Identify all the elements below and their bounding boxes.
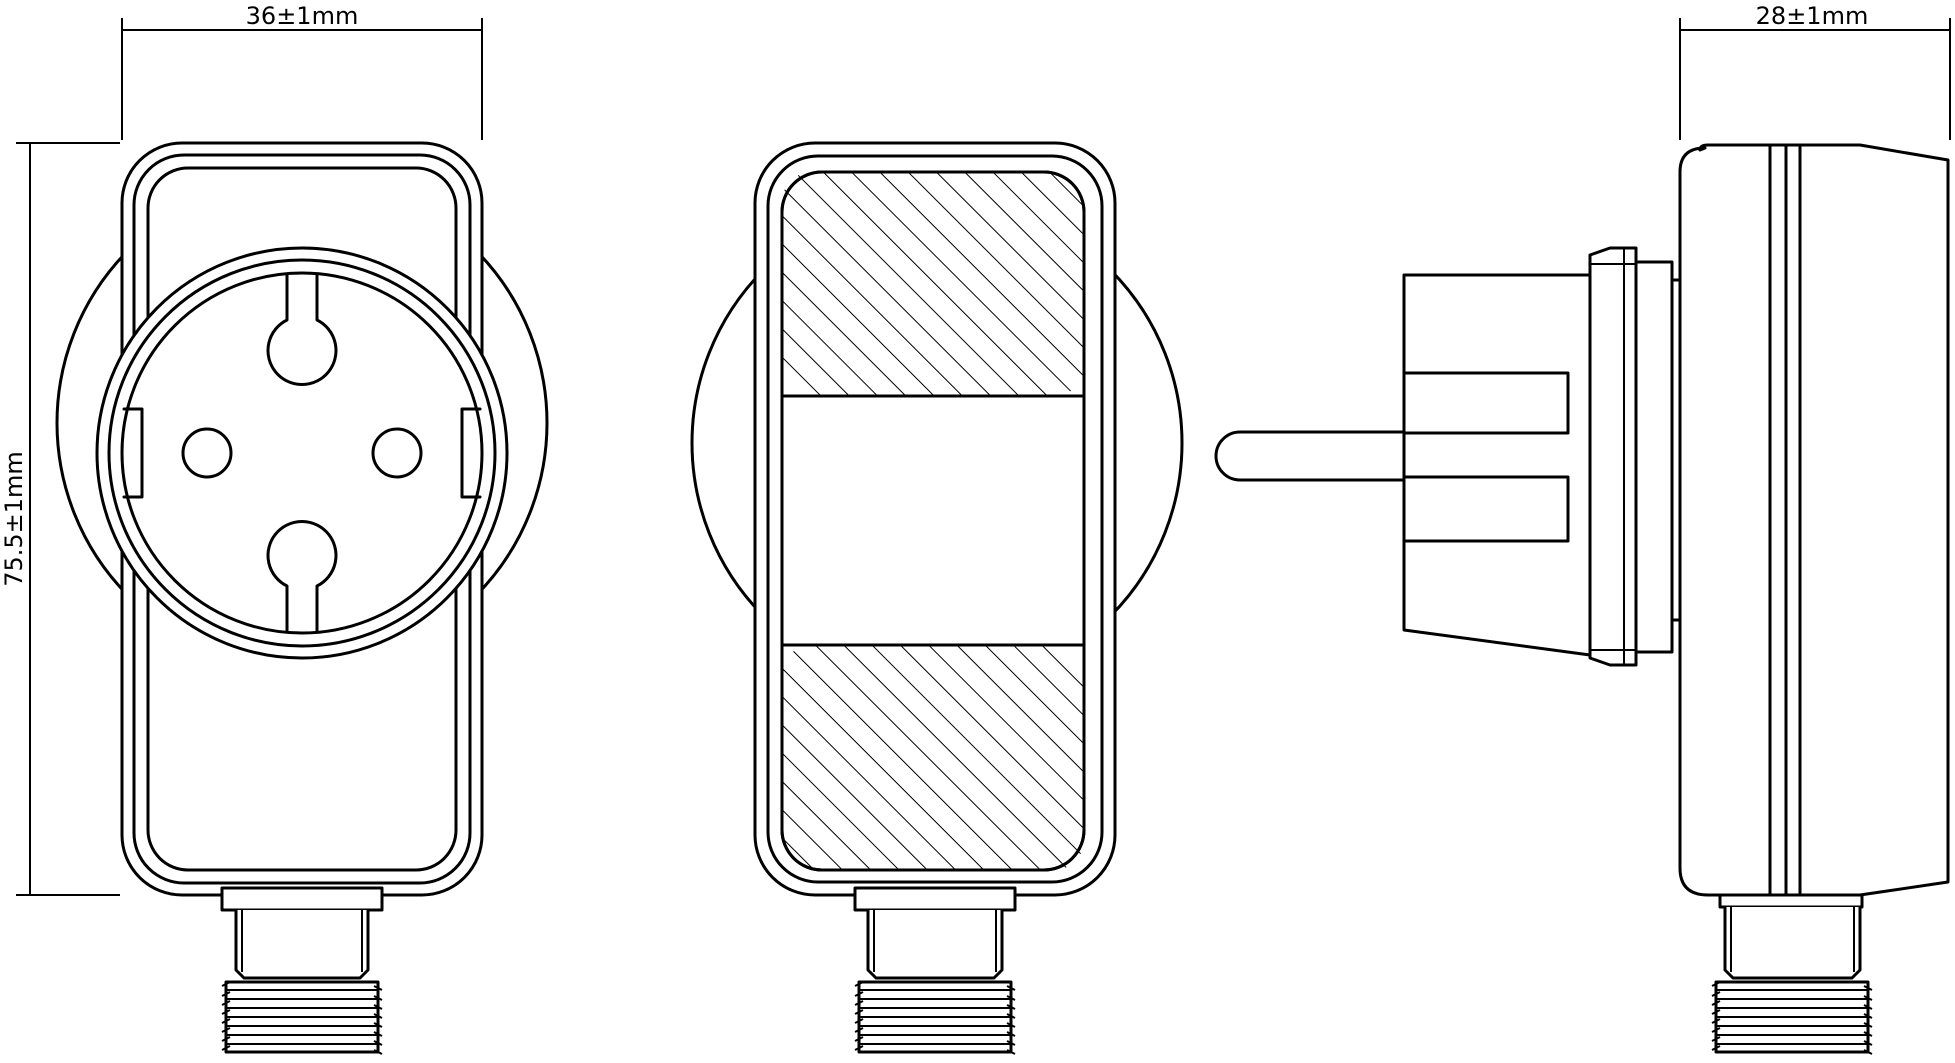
plug-flange — [1588, 246, 1638, 667]
side-fitting-body — [1723, 907, 1862, 980]
pin-hole-right — [371, 427, 423, 479]
depth-dimension-label: 28±1mm — [1756, 2, 1869, 30]
socket-ring-outer — [95, 246, 509, 660]
socket-side-notch-right — [460, 407, 482, 499]
thread-side — [1711, 980, 1873, 1055]
side-view — [1214, 143, 1950, 1055]
earth-clip-top — [266, 272, 338, 387]
side-fitting-collar — [1718, 893, 1864, 909]
thread-front — [221, 980, 383, 1055]
earth-clip-bottom — [266, 519, 338, 634]
plug-neck — [1634, 260, 1674, 654]
fitting-body — [234, 910, 370, 980]
front-view — [55, 141, 549, 1055]
socket-ring-inner — [120, 271, 484, 635]
width-dimension-label: 36±1mm — [246, 2, 359, 30]
height-dimension-label: 75.5±1mm — [0, 451, 28, 587]
plug-stop-upper — [1402, 371, 1570, 435]
back-view — [690, 141, 1184, 1055]
pin-hole-left — [181, 427, 233, 479]
socket-ring-middle — [107, 258, 497, 648]
thread-back — [854, 980, 1016, 1055]
back-fitting-body — [866, 910, 1004, 980]
back-fitting-collar — [853, 886, 1017, 912]
dimension-height: 75.5±1mm — [0, 142, 120, 896]
plug-body — [1402, 273, 1592, 657]
socket-side-notch-left — [122, 407, 144, 499]
dimension-width: 36±1mm — [121, 2, 483, 140]
hatch-top — [782, 172, 1084, 396]
hatch-bottom — [782, 645, 1084, 870]
fitting-collar — [220, 886, 384, 912]
dimension-depth: 28±1mm — [1679, 2, 1951, 140]
plug-pin — [1214, 430, 1410, 482]
side-housing — [1678, 143, 1950, 897]
back-housing-rim — [766, 154, 1104, 884]
plug-stop-lower — [1402, 475, 1570, 543]
